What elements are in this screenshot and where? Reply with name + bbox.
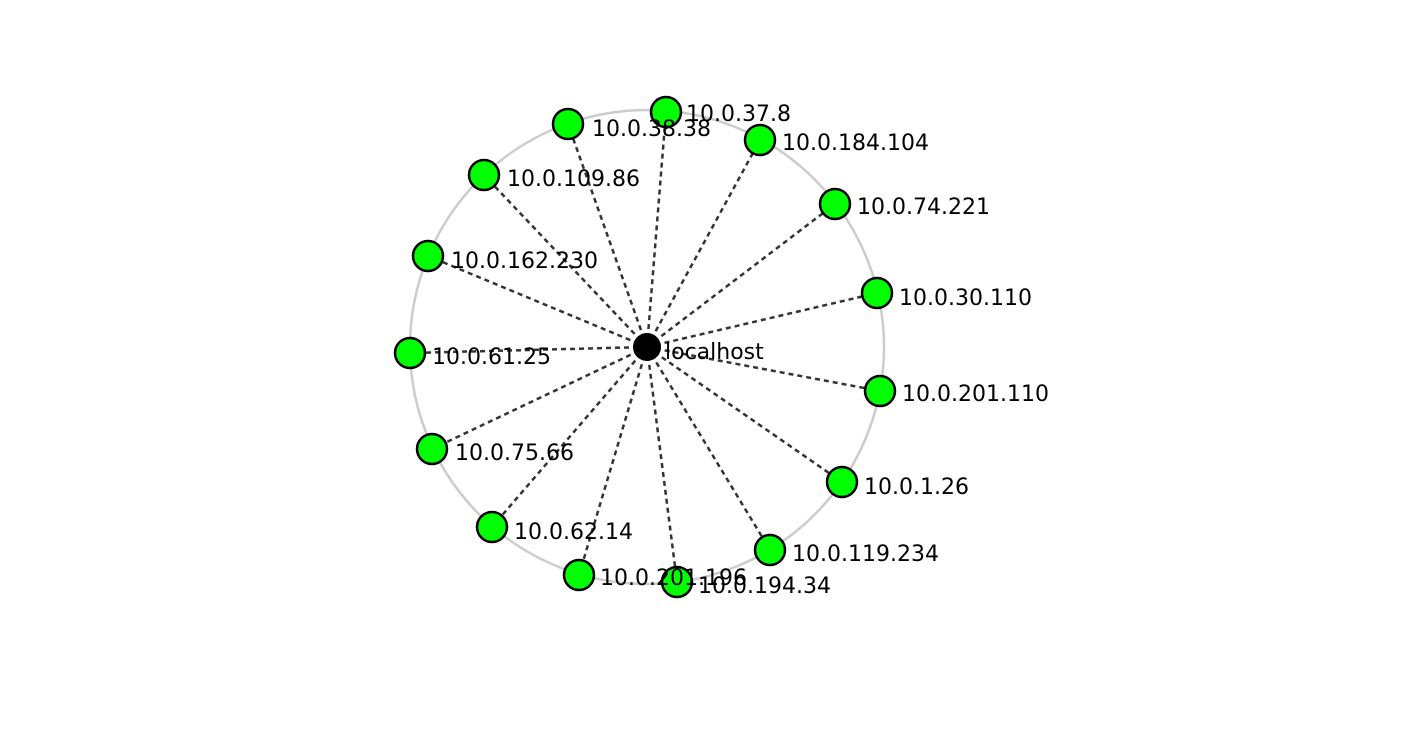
nodes-group: 10.0.37.8 10.0.184.104 10.0.74.221 10.0.30.… (393, 95, 1049, 599)
edge-3 (646, 291, 878, 349)
edge-14 (566, 123, 649, 348)
host-node-4[interactable] (863, 374, 897, 408)
host-node-7[interactable] (660, 565, 694, 599)
edge-12 (427, 254, 648, 349)
host-node-11[interactable] (393, 336, 427, 370)
edge-7 (645, 346, 679, 583)
host-node-10[interactable] (415, 432, 449, 466)
edge-11 (409, 345, 648, 355)
host-node-label-12: 10.0.162.230 (451, 249, 598, 274)
edge-0 (645, 111, 668, 348)
edge-5 (646, 345, 843, 484)
host-node-0[interactable] (649, 95, 683, 129)
host-node-3[interactable] (860, 276, 894, 310)
host-node-label-2: 10.0.74.221 (857, 195, 990, 220)
host-node-9[interactable] (475, 510, 509, 544)
host-node-label-6: 10.0.119.234 (792, 542, 939, 567)
host-node-2[interactable] (818, 187, 852, 221)
host-node-label-8: 10.0.201.196 (600, 566, 747, 591)
edge-13 (483, 174, 648, 348)
host-node-13[interactable] (467, 158, 501, 192)
edge-9 (491, 346, 648, 528)
host-node-label-1: 10.0.184.104 (782, 131, 929, 156)
edge-10 (431, 345, 648, 451)
edge-2 (646, 203, 836, 348)
host-node-5[interactable] (825, 465, 859, 499)
host-node-12[interactable] (411, 239, 445, 273)
host-node-label-11: 10.0.61.25 (432, 345, 551, 370)
host-node-8[interactable] (562, 558, 596, 592)
host-node-label-0: 10.0.37.8 (686, 102, 791, 127)
host-node-label-7: 10.0.194.34 (698, 574, 831, 599)
edges-group (409, 111, 881, 583)
edge-6 (645, 346, 772, 551)
host-node-label-3: 10.0.30.110 (899, 286, 1032, 311)
center-node-localhost[interactable] (633, 333, 661, 361)
host-node-label-5: 10.0.1.26 (864, 475, 969, 500)
edge-1 (645, 139, 762, 348)
edge-4 (646, 345, 881, 393)
host-node-6[interactable] (753, 533, 787, 567)
host-node-label-10: 10.0.75.66 (455, 441, 574, 466)
host-node-label-4: 10.0.201.110 (902, 382, 1049, 407)
host-node-14[interactable] (551, 107, 585, 141)
center-node-label: localhost (665, 340, 764, 365)
host-node-label-9: 10.0.62.14 (514, 520, 633, 545)
edge-8 (577, 346, 649, 576)
host-node-label-13: 10.0.109.86 (507, 167, 640, 192)
host-node-label-14: 10.0.38.38 (592, 117, 711, 142)
host-node-1[interactable] (743, 123, 777, 157)
